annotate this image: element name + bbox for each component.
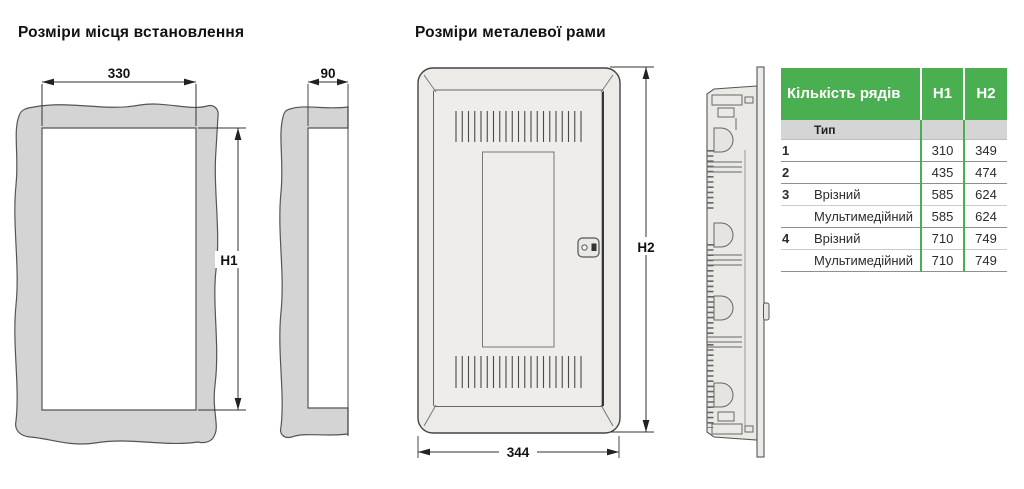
cell-type — [806, 139, 922, 162]
wall-front-view — [14, 103, 219, 445]
frame-dimensions-title: Розміри металевої рами — [415, 24, 606, 41]
vent-slots-top — [455, 111, 582, 142]
vent-slots-bottom — [455, 356, 582, 388]
cell-rows-count: 2 — [781, 161, 806, 184]
table-header-row: Кількість рядів H1 H2 — [781, 68, 1008, 120]
table-row: Мультимедійний 585 624 — [781, 205, 1008, 228]
frame-front-view — [417, 67, 621, 434]
dim-90-label: 90 — [320, 66, 335, 81]
cell-type: Врізний — [806, 183, 922, 206]
cell-h1: 585 — [920, 183, 965, 206]
cell-h1: 435 — [920, 161, 965, 184]
rail-bars — [707, 161, 742, 348]
frame-side-view — [706, 66, 770, 458]
table-subheader-type: Тип — [806, 120, 922, 140]
table-subheader-row: Тип — [781, 120, 1008, 140]
cell-h2: 349 — [963, 139, 1008, 162]
cell-h2: 624 — [963, 183, 1008, 206]
cell-h1: 310 — [920, 139, 965, 162]
cell-rows-count — [781, 249, 806, 272]
table-header-h2: H2 — [963, 68, 1008, 120]
dim-330: 330 — [41, 66, 197, 126]
dim-h1: H1 — [198, 127, 246, 411]
installation-dimensions-title: Розміри місця встановлення — [18, 24, 245, 41]
cell-rows-count — [781, 205, 806, 228]
dimensions-table: Кількість рядів H1 H2 Тип 1 310 349 2 43… — [781, 68, 1008, 272]
table-row: 2 435 474 — [781, 161, 1008, 184]
cell-h2: 749 — [963, 249, 1008, 272]
table-row: 4 Врізний 710 749 — [781, 227, 1008, 250]
mounting-brackets — [711, 94, 754, 435]
cell-rows-count: 4 — [781, 227, 806, 250]
dim-344: 344 — [417, 436, 620, 460]
dim-h1-label: H1 — [220, 253, 238, 268]
dim-h2-label: H2 — [637, 240, 654, 255]
cell-type: Мультимедійний — [806, 205, 922, 228]
table-header-h1: H1 — [920, 68, 965, 120]
table-row: Мультимедійний 710 749 — [781, 249, 1008, 272]
cell-h2: 474 — [963, 161, 1008, 184]
cell-type: Мультимедійний — [806, 249, 922, 272]
table-row: 3 Врізний 585 624 — [781, 183, 1008, 206]
cell-h1: 710 — [920, 227, 965, 250]
label-window — [482, 151, 555, 348]
table-row: 1 310 349 — [781, 139, 1008, 162]
cell-h2: 624 — [963, 205, 1008, 228]
bevel-corner-lines — [423, 74, 614, 427]
cell-h2: 749 — [963, 227, 1008, 250]
wall-side-view — [279, 106, 349, 439]
side-door-flange — [756, 66, 765, 458]
side-lock-bump — [763, 302, 770, 321]
cell-h1: 585 — [920, 205, 965, 228]
cell-h1: 710 — [920, 249, 965, 272]
dim-344-label: 344 — [507, 445, 530, 460]
dim-h2: H2 — [610, 66, 661, 433]
din-rail-clips — [713, 127, 734, 408]
cell-rows-count: 1 — [781, 139, 806, 162]
dim-90: 90 — [307, 66, 349, 436]
cell-type — [806, 161, 922, 184]
cell-rows-count: 3 — [781, 183, 806, 206]
cell-type: Врізний — [806, 227, 922, 250]
door-lock — [577, 237, 600, 258]
table-header-rows-count: Кількість рядів — [781, 68, 922, 120]
dim-330-label: 330 — [108, 66, 131, 81]
